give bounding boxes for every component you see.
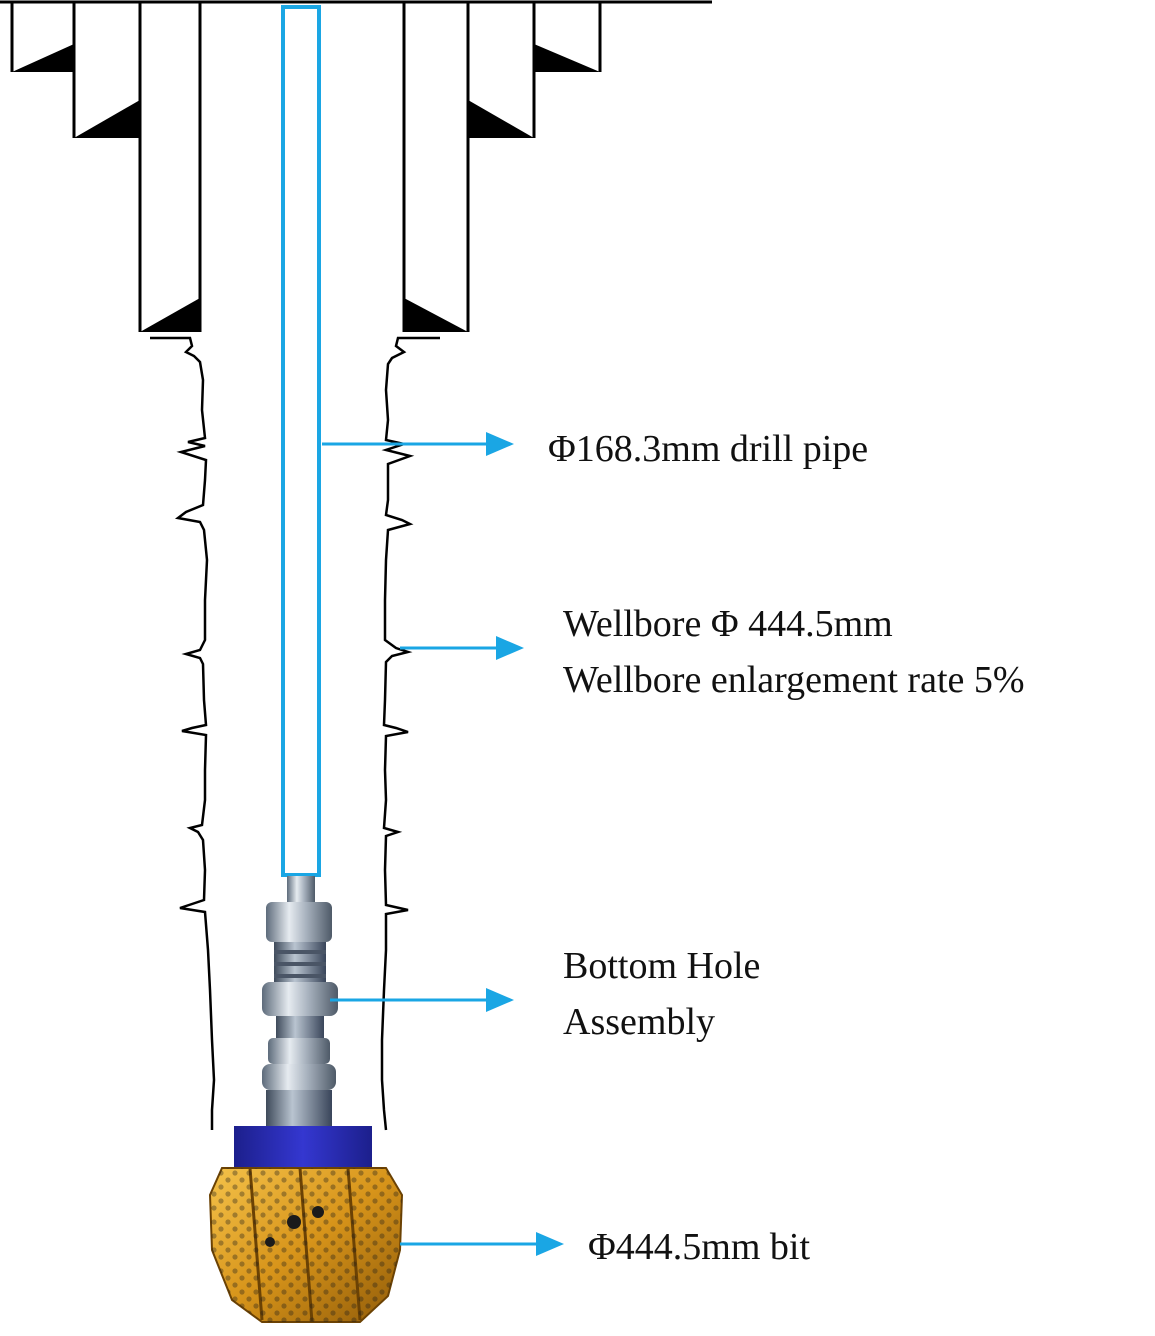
casing-shoe-icon — [468, 100, 534, 138]
casing-shoe-icon — [74, 100, 140, 138]
arrow-right-icon — [486, 988, 514, 1012]
pointer-drill-pipe — [322, 432, 514, 456]
label-wellbore-enlargement: Wellbore enlargement rate 5% — [563, 659, 1025, 701]
casing-shoe-icon — [404, 298, 468, 332]
label-drill-pipe: Φ168.3mm drill pipe — [548, 421, 868, 477]
bottom-hole-assembly — [234, 876, 372, 1168]
label-bha-line1: Bottom Hole — [563, 945, 761, 987]
label-wellbore: Wellbore Φ 444.5mm Wellbore enlargement … — [563, 596, 1025, 708]
casing-shoe-icon — [12, 44, 74, 72]
wellbore-wall-right — [380, 336, 440, 1131]
label-wellbore-diameter: Wellbore Φ 444.5mm — [563, 603, 893, 645]
label-bit-text: Φ444.5mm bit — [588, 1226, 811, 1268]
casing-shoe-icon — [534, 44, 600, 72]
stabilizer — [234, 1126, 372, 1168]
label-bottom-hole-assembly: Bottom Hole Assembly — [563, 938, 760, 1050]
arrow-right-icon — [496, 636, 524, 660]
casing-left — [10, 2, 202, 332]
label-drill-pipe-text: Φ168.3mm drill pipe — [548, 428, 869, 470]
label-bit: Φ444.5mm bit — [588, 1219, 810, 1275]
arrow-right-icon — [536, 1232, 564, 1256]
pointer-bha — [330, 988, 514, 1012]
label-bha-line2: Assembly — [563, 1001, 715, 1043]
pointer-bit — [400, 1232, 564, 1256]
wellbore-wall-left — [150, 336, 216, 1130]
drill-pipe — [281, 5, 321, 877]
pointer-wellbore — [400, 636, 524, 660]
pdc-bit — [208, 1167, 404, 1323]
casing-shoe-icon — [140, 298, 200, 332]
arrow-right-icon — [486, 432, 514, 456]
casing-right — [402, 2, 602, 332]
